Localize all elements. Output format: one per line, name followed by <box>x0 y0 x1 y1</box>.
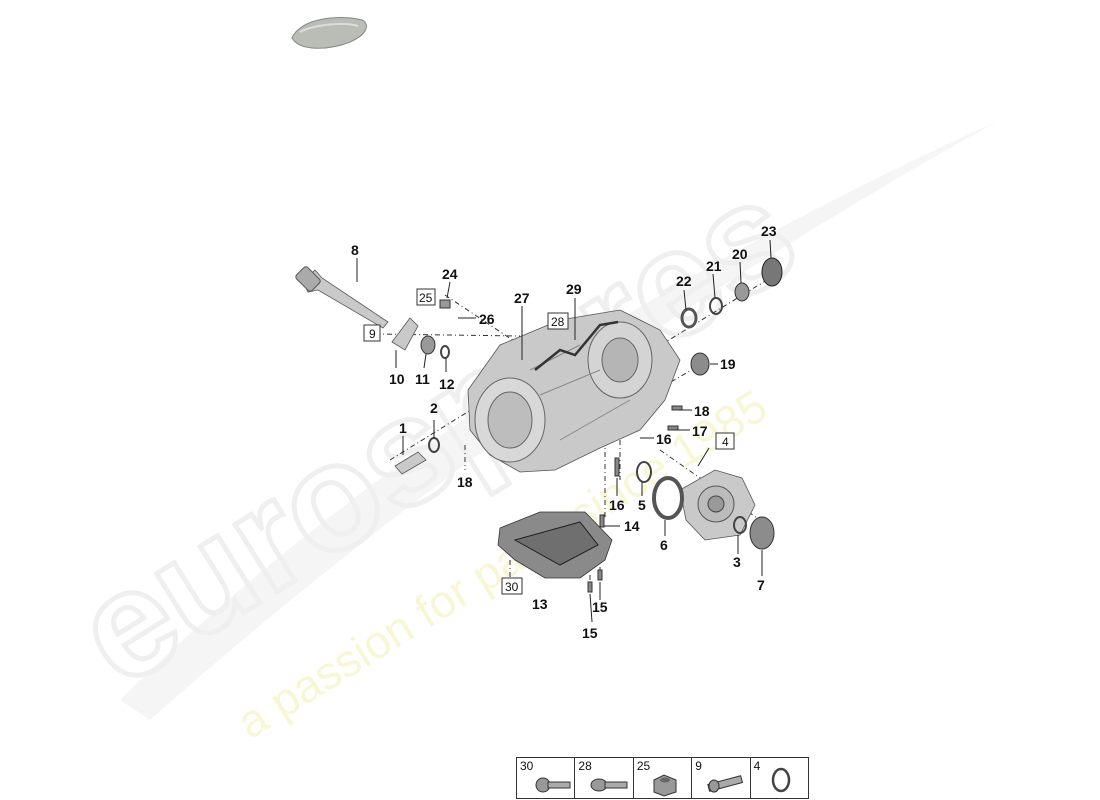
bolt-16[interactable] <box>614 457 620 477</box>
bolt-14[interactable] <box>599 514 605 528</box>
legend-label: 25 <box>636 759 651 773</box>
callout-6: 6 <box>660 537 668 553</box>
leader-lines <box>356 239 772 623</box>
callout-18a: 18 <box>457 474 473 490</box>
flange-7[interactable] <box>749 516 775 550</box>
callout-7: 7 <box>757 577 765 593</box>
callout-23: 23 <box>761 223 777 239</box>
boxed-callout-28: 28 <box>551 315 565 329</box>
legend-cell-25[interactable]: 25 <box>634 758 693 798</box>
ring-icon <box>771 767 790 793</box>
callout-1: 1 <box>399 420 407 436</box>
boxed-callout-4: 4 <box>722 435 729 449</box>
callout-15b: 15 <box>582 625 598 641</box>
callout-11: 11 <box>415 371 430 387</box>
callout-29: 29 <box>566 281 582 297</box>
callout-3: 3 <box>733 554 741 570</box>
small-nut[interactable] <box>439 299 451 309</box>
nut-icon <box>653 774 677 797</box>
ring-21[interactable] <box>709 297 723 315</box>
o-ring[interactable] <box>440 345 450 359</box>
callout-24: 24 <box>442 266 458 282</box>
parts-legend: 30 28 25 9 4 <box>516 757 809 799</box>
callout-5: 5 <box>638 497 646 513</box>
legend-label: 28 <box>578 759 592 773</box>
callout-19: 19 <box>720 356 736 372</box>
callout-22: 22 <box>676 273 692 289</box>
side-cover[interactable] <box>679 469 756 541</box>
stud-icon <box>707 775 744 793</box>
callout-15a: 15 <box>592 599 608 615</box>
callout-14: 14 <box>624 518 640 534</box>
oil-line[interactable] <box>534 320 619 371</box>
legend-label: 9 <box>695 759 702 773</box>
boxed-callouts: 25 9 28 4 30 <box>363 288 735 595</box>
legend-cell-30[interactable]: 30 <box>517 758 576 798</box>
callout-16b: 16 <box>609 497 625 513</box>
boxed-callout-9: 9 <box>369 327 376 341</box>
callout-27: 27 <box>514 290 530 306</box>
callout-16a: 16 <box>656 431 672 447</box>
boxed-callout-25: 25 <box>419 291 433 305</box>
seal-5[interactable] <box>636 461 652 483</box>
callout-26: 26 <box>479 311 495 327</box>
oil-pan[interactable] <box>497 511 613 579</box>
legend-cell-9[interactable]: 9 <box>692 758 751 798</box>
gear-23[interactable] <box>761 257 783 287</box>
bracket[interactable] <box>391 317 419 351</box>
callout-10: 10 <box>389 371 405 387</box>
flange-19[interactable] <box>690 352 710 376</box>
callout-20: 20 <box>732 246 748 262</box>
callout-2: 2 <box>430 400 438 416</box>
ring-3[interactable] <box>733 516 747 534</box>
legend-label: 30 <box>520 759 534 773</box>
bolt-17[interactable] <box>667 425 679 431</box>
flange-bolt-icon <box>590 778 628 792</box>
callout-12: 12 <box>439 376 455 392</box>
car-thumbnail <box>291 16 367 49</box>
gasket-ring[interactable] <box>652 476 684 520</box>
input-flange[interactable] <box>394 451 427 475</box>
callout-8: 8 <box>351 242 359 258</box>
boxed-callout-30: 30 <box>505 580 519 594</box>
callout-13: 13 <box>532 596 548 612</box>
callout-labels: 8 24 26 27 29 10 11 12 1 2 18 22 21 20 2… <box>351 223 777 641</box>
legend-cell-4[interactable]: 4 <box>751 758 808 798</box>
bearing[interactable] <box>420 335 436 355</box>
bolt-15a[interactable] <box>587 581 593 593</box>
bolt-15b[interactable] <box>597 569 603 581</box>
legend-label: 4 <box>753 759 761 773</box>
bolt-18[interactable] <box>671 405 683 411</box>
bearing-20[interactable] <box>734 282 750 302</box>
transmission-housing[interactable] <box>467 309 681 473</box>
callout-18b: 18 <box>694 403 710 419</box>
callout-17: 17 <box>692 423 708 439</box>
bolt-icon <box>535 777 571 793</box>
ring-22[interactable] <box>680 307 698 329</box>
callout-21: 21 <box>706 258 722 274</box>
axle-shaft[interactable] <box>295 266 389 329</box>
legend-cell-28[interactable]: 28 <box>575 758 634 798</box>
